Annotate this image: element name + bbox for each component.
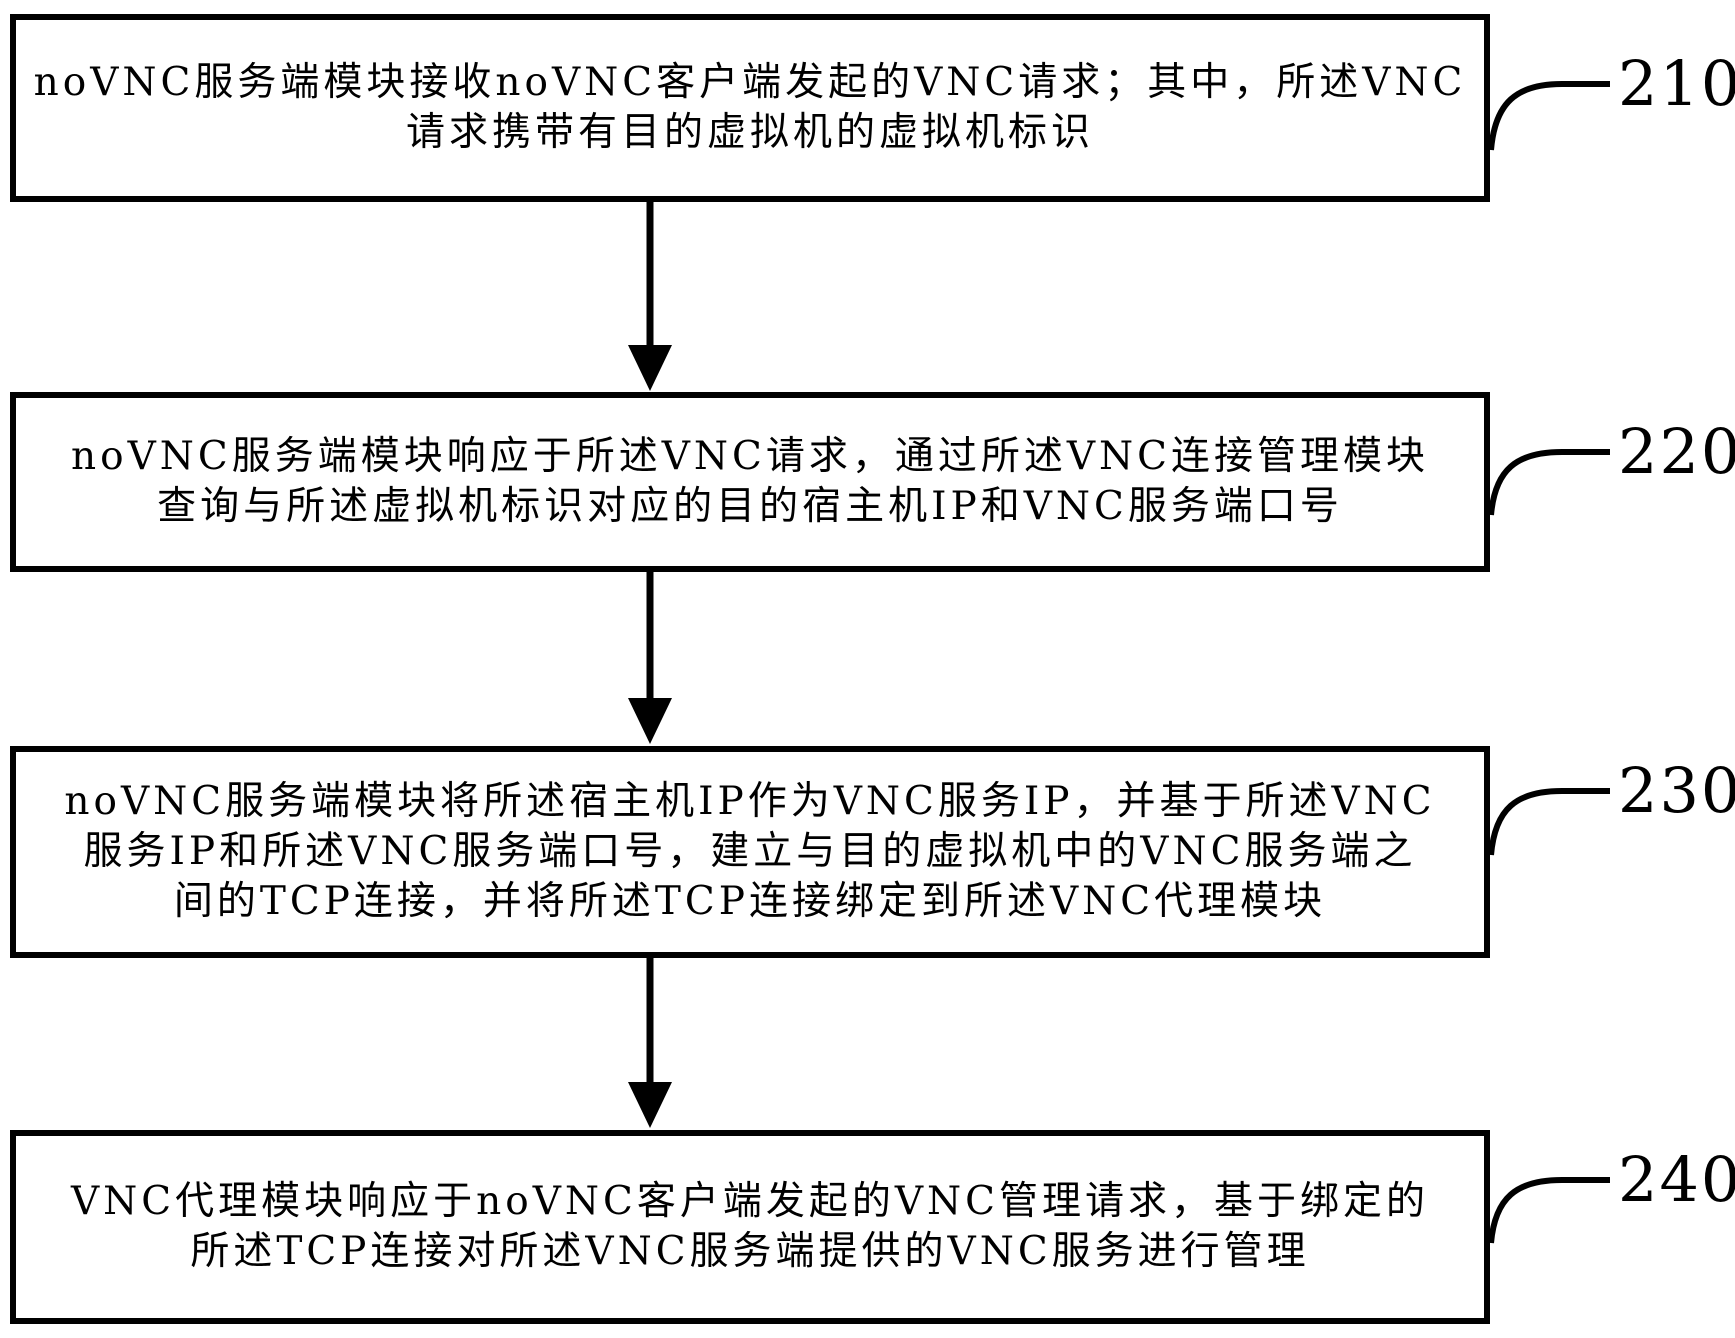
flow-step-box-3: noVNC服务端模块将所述宿主机IP作为VNC服务IP，并基于所述VNC 服务I… — [10, 746, 1490, 958]
step-label-230: 230 — [1618, 754, 1735, 827]
leader-line-230 — [1488, 788, 1610, 856]
step-3-line-3: 间的TCP连接，并将所述TCP连接绑定到所述VNC代理模块 — [173, 879, 1327, 924]
step-3-line-1: noVNC服务端模块将所述宿主机IP作为VNC服务IP，并基于所述VNC — [64, 779, 1436, 824]
step-1-line-1: noVNC服务端模块接收noVNC客户端发起的VNC请求；其中，所述VNC — [33, 60, 1467, 105]
step-2-line-2: 查询与所述虚拟机标识对应的目的宿主机IP和VNC服务端口号 — [157, 484, 1343, 529]
step-label-210: 210 — [1618, 47, 1735, 120]
flow-step-box-2: noVNC服务端模块响应于所述VNC请求，通过所述VNC连接管理模块 查询与所述… — [10, 392, 1490, 572]
leader-line-240 — [1488, 1177, 1610, 1244]
leader-line-210 — [1488, 81, 1610, 151]
step-4-line-2: 所述TCP连接对所述VNC服务端提供的VNC服务进行管理 — [190, 1229, 1310, 1274]
flow-step-box-4: VNC代理模块响应于noVNC客户端发起的VNC管理请求，基于绑定的 所述TCP… — [10, 1130, 1490, 1324]
step-1-line-2: 请求携带有目的虚拟机的虚拟机标识 — [405, 110, 1094, 155]
step-label-220: 220 — [1618, 415, 1735, 488]
leader-line-220 — [1488, 449, 1610, 516]
down-arrow-1 — [628, 202, 672, 391]
step-label-240: 240 — [1618, 1143, 1735, 1216]
flow-step-box-1: noVNC服务端模块接收noVNC客户端发起的VNC请求；其中，所述VNC 请求… — [10, 14, 1490, 202]
down-arrow-2 — [628, 572, 672, 744]
step-4-line-1: VNC代理模块响应于noVNC客户端发起的VNC管理请求，基于绑定的 — [71, 1179, 1429, 1224]
step-3-line-2: 服务IP和所述VNC服务端口号，建立与目的虚拟机中的VNC服务端之 — [83, 829, 1417, 874]
step-2-line-1: noVNC服务端模块响应于所述VNC请求，通过所述VNC连接管理模块 — [71, 434, 1429, 479]
down-arrow-3 — [628, 958, 672, 1128]
